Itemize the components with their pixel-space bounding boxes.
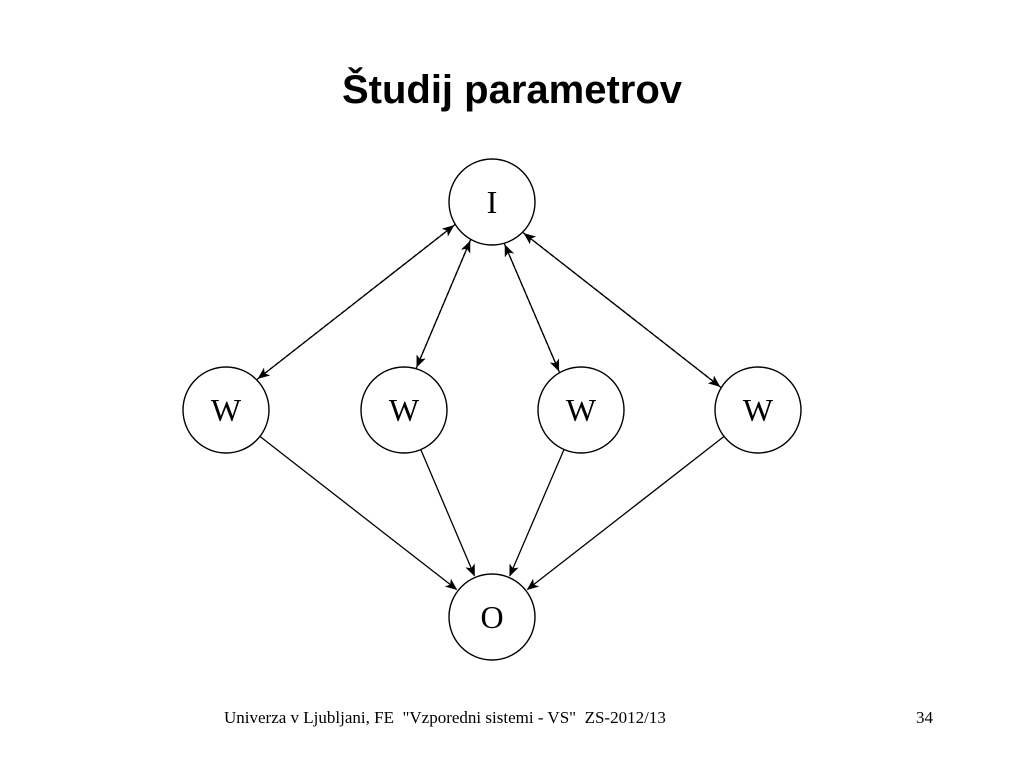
node-label: O: [480, 599, 503, 635]
slide-title: Študij parametrov: [341, 68, 683, 112]
node-label: I: [487, 184, 498, 220]
node-output: O: [448, 573, 536, 661]
node-label: W: [566, 392, 597, 428]
node-worker4: W: [714, 366, 802, 454]
node-input: I: [448, 158, 536, 246]
node-circle: [537, 366, 625, 454]
node-worker3: W: [537, 366, 625, 454]
edge-worker3-to-output: [509, 449, 565, 577]
edge-worker1-to-output: [259, 435, 458, 591]
node-worker2: W: [360, 366, 448, 454]
edge-worker3-to-input: [504, 244, 561, 373]
node-circle: [448, 158, 536, 246]
footer-text: Univerza v Ljubljani, FE "Vzporedni sist…: [224, 708, 666, 727]
node-label: W: [389, 392, 420, 428]
edge-worker2-to-output: [420, 449, 475, 577]
edge-worker4-to-output: [526, 435, 725, 591]
node-layer: I W W W W O: [182, 158, 802, 661]
edge-worker1-to-input: [256, 225, 455, 381]
node-label: W: [743, 392, 774, 428]
node-label: W: [211, 392, 242, 428]
edge-worker4-to-input: [523, 233, 722, 389]
page-number: 34: [916, 708, 933, 727]
node-worker1: W: [182, 366, 270, 454]
node-circle: [360, 366, 448, 454]
node-circle: [714, 366, 802, 454]
edge-worker2-to-input: [415, 240, 471, 369]
node-circle: [448, 573, 536, 661]
edge-layer: [256, 223, 725, 591]
node-circle: [182, 366, 270, 454]
